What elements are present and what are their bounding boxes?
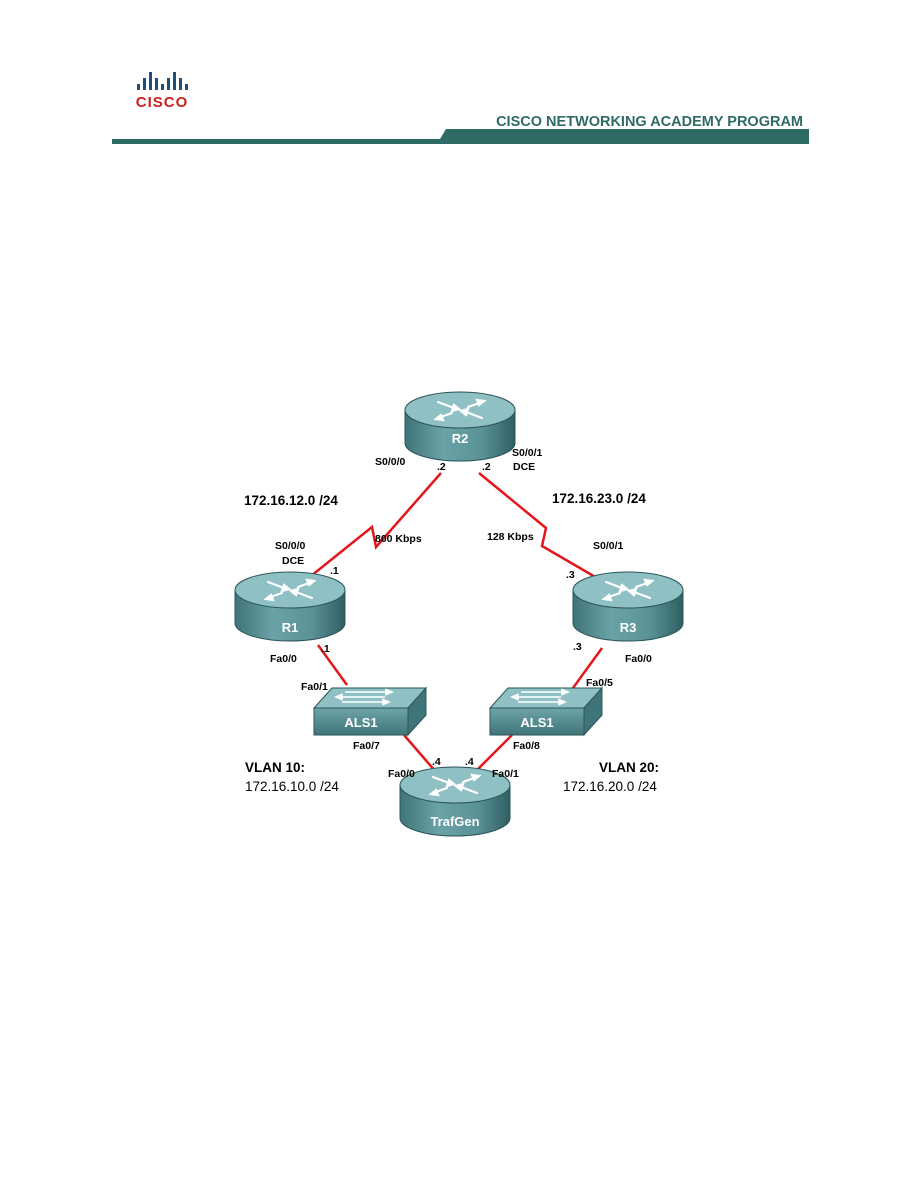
trafgen-right-ip-label: .4 (465, 756, 474, 768)
switch-arrows-icon (333, 688, 395, 706)
r2-dce-label: DCE (513, 461, 535, 473)
trafgen-fa01-label: Fa0/1 (492, 768, 519, 780)
ethernet-link-sw2-trafgen (474, 734, 513, 773)
vlan20-network: 172.16.20.0 /24 (563, 779, 657, 794)
router-r2-label: R2 (452, 431, 469, 446)
router-r3-label: R3 (620, 620, 637, 635)
network-left-label: 172.16.12.0 /24 (244, 493, 338, 508)
r2-left-ip-label: .2 (437, 461, 446, 473)
ethernet-link-r3-sw2 (571, 647, 604, 689)
link-labels: 172.16.12.0 /24 172.16.23.0 /24 800 Kbps… (244, 491, 646, 545)
r3-fa00-label: Fa0/0 (625, 653, 652, 665)
router-r1-label: R1 (282, 620, 299, 635)
cisco-logo: CISCO (136, 72, 189, 111)
r1-s000-label: S0/0/0 (275, 540, 306, 552)
vlan10-network: 172.16.10.0 /24 (245, 779, 339, 794)
links (305, 472, 604, 773)
r3-serial-ip-label: .3 (566, 569, 575, 581)
sw-right-fa05-label: Fa0/5 (586, 677, 613, 689)
vlan-labels: VLAN 10: 172.16.10.0 /24 VLAN 20: 172.16… (245, 760, 659, 794)
vlan10-label: VLAN 10: (245, 760, 305, 775)
page-header: CISCO CISCO NETWORKING ACADEMY PROGRAM (112, 72, 809, 144)
program-title: CISCO NETWORKING ACADEMY PROGRAM (496, 114, 803, 130)
ethernet-link-r1-sw1 (316, 644, 349, 686)
cisco-logo-bars-icon (137, 72, 188, 90)
r2-s001-label: S0/0/1 (512, 447, 543, 459)
bandwidth-left-label: 800 Kbps (375, 533, 422, 545)
router-trafgen-label: TrafGen (430, 814, 479, 829)
router-r2[interactable]: R2 (404, 391, 516, 462)
sw-left-fa01-label: Fa0/1 (301, 681, 328, 693)
router-trafgen[interactable]: TrafGen (399, 766, 511, 837)
network-right-label: 172.16.23.0 /24 (552, 491, 646, 506)
trafgen-fa00-label: Fa0/0 (388, 768, 415, 780)
switch-als1-right[interactable]: ALS1 (488, 686, 604, 737)
switch-als1-right-label: ALS1 (520, 715, 553, 730)
r1-dce-label: DCE (282, 555, 304, 567)
serial-link-r1-r2 (305, 472, 442, 581)
header-band (440, 129, 809, 139)
ethernet-link-sw1-trafgen (403, 734, 437, 773)
r1-fa00-label: Fa0/0 (270, 653, 297, 665)
serial-link-r2-r3 (478, 472, 598, 580)
r1-serial-ip-label: .1 (330, 565, 339, 577)
switch-als1-left[interactable]: ALS1 (312, 686, 428, 737)
r3-s001-label: S0/0/1 (593, 540, 624, 552)
logo-text: CISCO (136, 94, 189, 111)
trafgen-left-ip-label: .4 (432, 756, 441, 768)
bandwidth-right-label: 128 Kbps (487, 531, 534, 543)
sw-left-fa07-label: Fa0/7 (353, 740, 380, 752)
sw-right-fa08-label: Fa0/8 (513, 740, 540, 752)
r2-right-ip-label: .2 (482, 461, 491, 473)
switch-arrows-icon (509, 688, 571, 706)
r2-s000-label: S0/0/0 (375, 456, 406, 468)
r1-fa-ip-label: .1 (321, 643, 330, 655)
vlan20-label: VLAN 20: (599, 760, 659, 775)
switch-als1-left-label: ALS1 (344, 715, 377, 730)
interface-labels: S0/0/0 .2 .2 S0/0/1 DCE S0/0/0 DCE .1 .1… (270, 447, 652, 780)
header-rule (112, 139, 809, 144)
router-r3[interactable]: R3 (572, 571, 684, 642)
router-r1[interactable]: R1 (234, 571, 346, 642)
r3-fa-ip-label: .3 (573, 641, 582, 653)
